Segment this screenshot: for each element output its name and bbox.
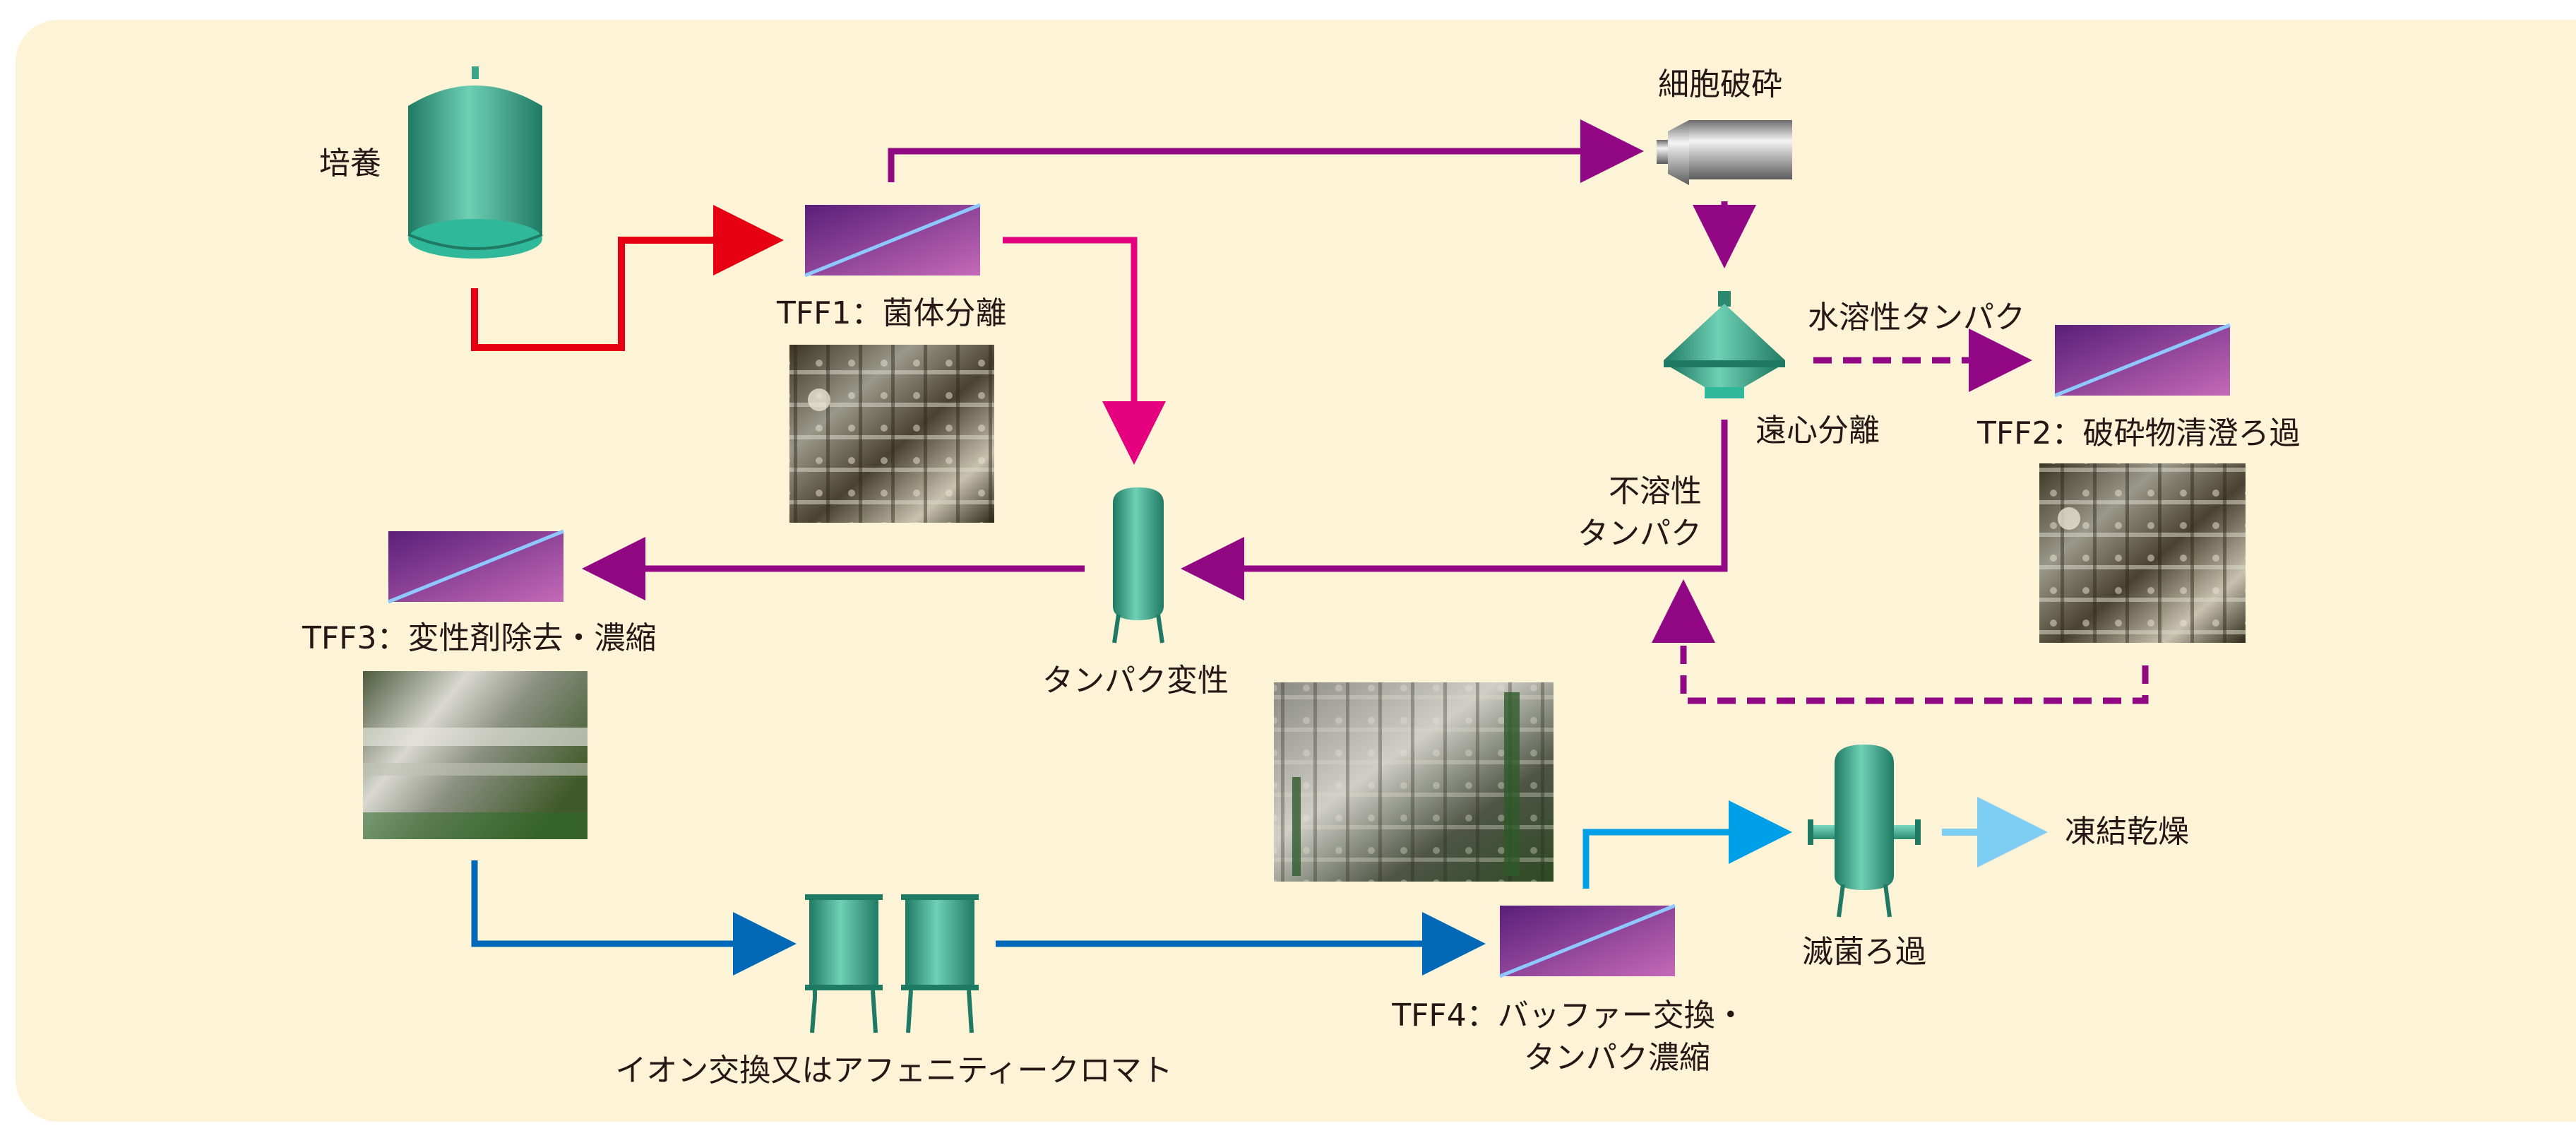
label-ion-exchange: イオン交換又はアフェニティークロマト [615,1053,1172,1089]
centrifuge-cone-icon [1664,291,1785,398]
arrow-tff1-to-disruption [888,119,1644,183]
tff3-equipment-photo [363,671,588,839]
label-freeze-drying: 凍結乾燥 [2065,814,2189,850]
arrow-tff4-to-filter [1582,800,1792,889]
tff1-equipment-photo [789,345,994,523]
label-insoluble-protein-line2: タンパク [1578,516,1702,552]
label-tff3: TFF3：変性剤除去・濃縮 [302,620,657,656]
label-culture: 培養 [319,146,381,182]
tff4-filter-cassette-icon [1499,903,1676,978]
cell-disruptor-icon [1657,120,1792,185]
label-sterile-filtration: 滅菌ろ過 [1802,934,1926,970]
arrow-centrifuge-to-denaturation [1181,420,1728,600]
tff2-equipment-photo [2039,463,2246,643]
chromatography-column-icon [805,894,979,1033]
label-tff4-line1: TFF4：バッファー交換・ [1391,997,1746,1033]
sterile-filter-housing-icon [1808,745,1921,918]
label-insoluble-protein-line1: 不溶性 [1609,473,1702,509]
arrow-culture-to-tff1 [471,205,784,351]
arrow-tff3-to-columns [471,860,797,976]
culture-tank-icon [407,66,543,259]
arrow-tff2-return [1652,579,2149,704]
tff1-filter-cassette-icon [804,203,981,278]
label-water-soluble-protein: 水溶性タンパク [1808,300,2025,336]
label-centrifugation: 遠心分離 [1755,413,1880,449]
label-tff4-line2: タンパク濃縮 [1524,1040,1710,1076]
flow-arrows [471,119,2149,976]
tff4-equipment-photo [1274,682,1554,882]
tff3-filter-cassette-icon [388,529,564,604]
tff2-filter-cassette-icon [2054,323,2231,398]
label-tff1: TFF1：菌体分離 [776,295,1007,331]
label-tff2: TFF2：破砕物清澄ろ過 [1976,415,2301,451]
denaturation-vessel-icon [1112,487,1164,644]
arrow-tff1-to-denaturation [1003,237,1166,465]
label-cell-disruption: 細胞破砕 [1658,66,1782,102]
label-protein-denaturation: タンパク変性 [1042,663,1229,699]
